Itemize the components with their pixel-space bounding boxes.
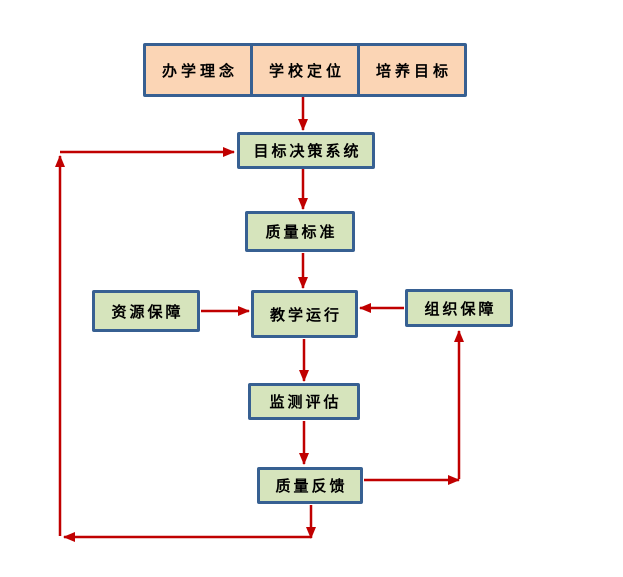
node-resource-guarantee: 资源保障 xyxy=(92,290,200,332)
node-decision-system: 目标决策系统 xyxy=(237,132,375,169)
node-philosophy: 办学理念 xyxy=(161,61,238,80)
node-monitoring-evaluation: 监测评估 xyxy=(248,383,360,420)
node-quality-feedback: 质量反馈 xyxy=(257,467,363,504)
top-row: 办学理念 学校定位 培养目标 xyxy=(143,43,467,97)
node-quality-standard: 质量标准 xyxy=(245,211,355,252)
node-positioning: 学校定位 xyxy=(250,46,357,94)
node-teaching-operation: 教学运行 xyxy=(251,290,358,338)
node-training-goal: 培养目标 xyxy=(357,46,464,94)
node-organization-guarantee: 组织保障 xyxy=(405,289,513,327)
